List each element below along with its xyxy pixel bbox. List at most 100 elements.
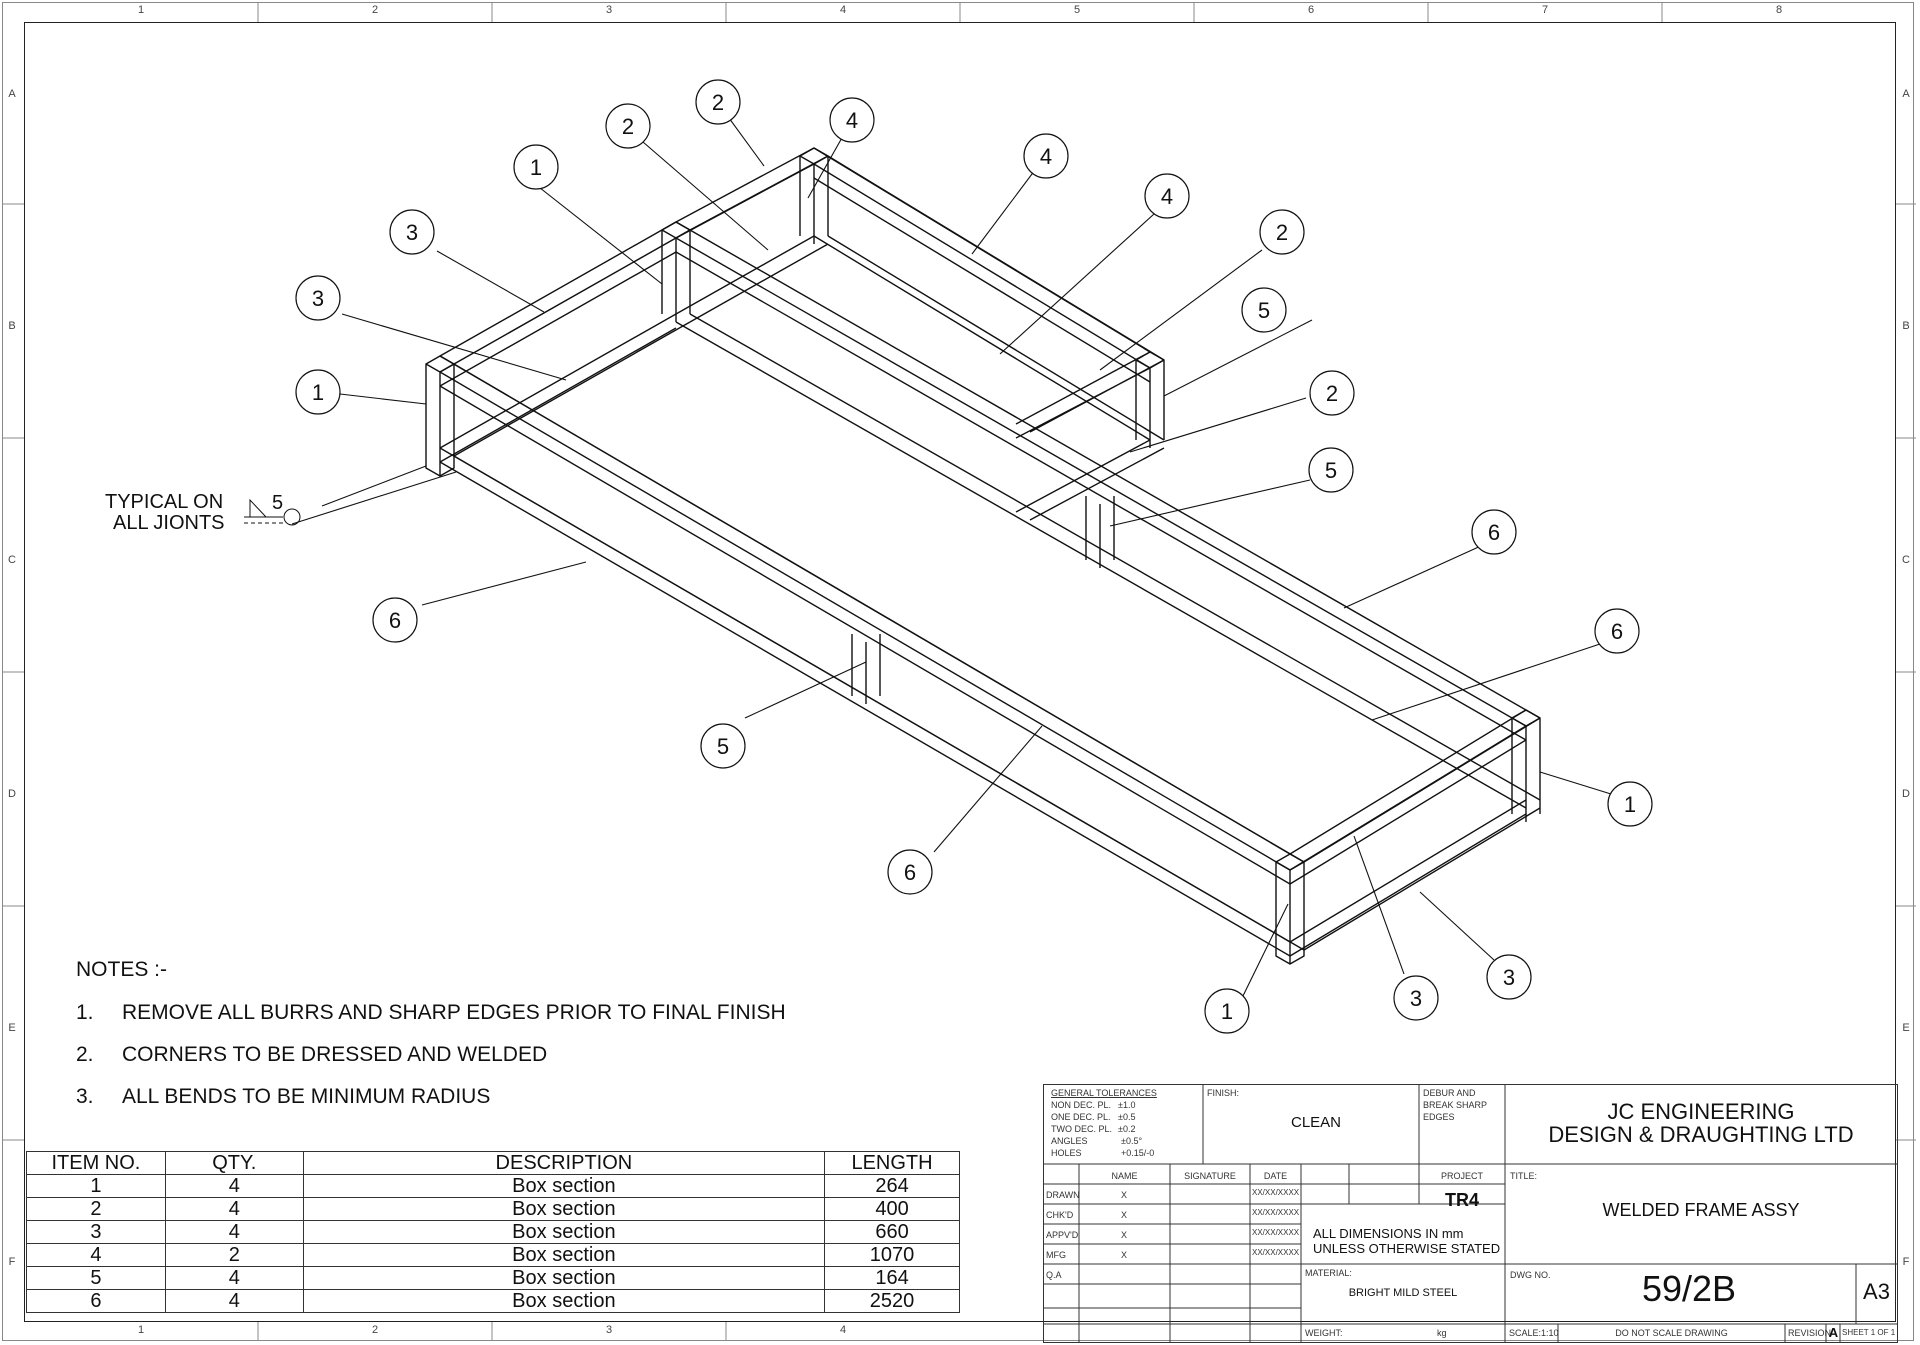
svg-text:2: 2 (712, 90, 724, 115)
bom-qty: 4 (164, 1289, 304, 1313)
rail-end-right-bottom (1289, 799, 1541, 957)
balloon-item-5: 5 (1241, 287, 1287, 333)
weld-note: TYPICAL ON ALL JIONTS (105, 492, 225, 534)
zone-row-left-A: A (8, 88, 16, 100)
balloon-item-6: 6 (372, 597, 418, 643)
balloon-item-3: 3 (1486, 954, 1532, 1000)
bom-qty: 4 (164, 1197, 304, 1221)
svg-text:1: 1 (1221, 999, 1233, 1024)
balloon-item-4: 4 (1144, 173, 1190, 219)
svg-text:3: 3 (406, 220, 418, 245)
company-name-line1: JC ENGINEERING (1607, 1099, 1795, 1124)
bom-qty: 2 (164, 1243, 304, 1267)
dimensions-note-line1: ALL DIMENSIONS IN mm (1313, 1226, 1464, 1241)
zone-row-left-B: B (8, 320, 16, 332)
bom-qty: 4 (164, 1220, 304, 1244)
zone-col-top-3: 3 (605, 4, 613, 16)
debur-line1: DEBUR AND (1423, 1088, 1476, 1098)
zone-col-bottom-2: 2 (371, 1324, 379, 1336)
col-name-header: NAME (1111, 1171, 1138, 1181)
note-2-text: CORNERS TO BE DRESSED AND WELDED (122, 1043, 548, 1066)
zone-col-top-7: 7 (1541, 4, 1549, 16)
tol-value-1: ±1.0 (1118, 1100, 1136, 1110)
zone-row-left-F: F (8, 1256, 16, 1268)
zone-row-right-D: D (1902, 788, 1910, 800)
debur-line3: EDGES (1423, 1112, 1455, 1122)
rail-end-left-top (439, 221, 691, 387)
post-front-left (425, 355, 455, 477)
sheet-number: SHEET 1 OF 1 (1842, 1328, 1896, 1337)
dwg-no-label: DWG NO. (1510, 1270, 1551, 1280)
role-approved: APPV'D (1046, 1230, 1079, 1240)
rail-ext-long-top (813, 147, 1165, 383)
tol-value-4: ±0.5° (1121, 1136, 1143, 1146)
tol-label-2: ONE DEC. PL. (1051, 1112, 1111, 1122)
svg-text:2: 2 (622, 114, 634, 139)
bom-description: Box section (302, 1266, 826, 1290)
svg-text:1: 1 (312, 380, 324, 405)
bom-item: 6 (26, 1289, 166, 1313)
bom-qty: 4 (164, 1266, 304, 1290)
bom-item: 2 (26, 1197, 166, 1221)
note-2-num: 2. (76, 1043, 94, 1066)
bom-length: 400 (824, 1197, 960, 1221)
bom-length: 660 (824, 1220, 960, 1244)
rail-ext-cross-top (1015, 351, 1165, 439)
rail-ext-side-top (675, 147, 829, 239)
bom-header-description: DESCRIPTION (302, 1151, 826, 1175)
svg-text:4: 4 (846, 108, 858, 133)
svg-text:3: 3 (1503, 965, 1515, 990)
svg-text:6: 6 (904, 860, 916, 885)
frame-members (425, 147, 1541, 965)
balloon-item-3: 3 (389, 209, 435, 255)
balloon-item-2: 2 (605, 103, 651, 149)
zone-row-right-B: B (1902, 320, 1910, 332)
sheet-size: A3 (1863, 1279, 1890, 1304)
tol-value-5: +0.15/-0 (1121, 1148, 1155, 1158)
dwg-no-value: 59/2B (1641, 1268, 1737, 1309)
rail-top-back (675, 221, 1541, 741)
zone-col-top-5: 5 (1073, 4, 1081, 16)
balloon-item-4: 4 (1023, 133, 1069, 179)
date-approved: XX/XX/XXXX (1252, 1228, 1300, 1237)
balloon-item-6: 6 (1471, 509, 1517, 555)
post-back-left (661, 221, 691, 322)
svg-text:1: 1 (1624, 792, 1636, 817)
balloon-item-3: 3 (295, 275, 341, 321)
project-value: TR4 (1444, 1190, 1479, 1210)
balloon-item-2: 2 (695, 79, 741, 125)
post-rear-corner (799, 147, 829, 244)
date-mfg: XX/XX/XXXX (1252, 1248, 1300, 1257)
rail-top-front (439, 355, 1305, 885)
dimensions-note-line2: UNLESS OTHERWISE STATED (1313, 1241, 1501, 1256)
bom-length: 164 (824, 1266, 960, 1290)
tol-label-1: NON DEC. PL. (1051, 1100, 1112, 1110)
zone-row-right-E: E (1902, 1022, 1910, 1034)
tolerances-title: GENERAL TOLERANCES (1051, 1088, 1157, 1098)
role-mfg: MFG (1046, 1250, 1066, 1260)
balloon-item-1: 1 (295, 369, 341, 415)
bom-header-row: ITEM NO. QTY. DESCRIPTION LENGTH (26, 1151, 960, 1175)
balloon-item-1: 1 (513, 144, 559, 190)
svg-text:4: 4 (1040, 144, 1052, 169)
tol-label-4: ANGLES (1051, 1136, 1088, 1146)
zone-col-top-8: 8 (1775, 4, 1783, 16)
revision-label: REVISION (1788, 1328, 1832, 1338)
bom-description: Box section (302, 1289, 826, 1313)
debur-line2: BREAK SHARP (1423, 1100, 1488, 1110)
note-3-num: 3. (76, 1085, 94, 1108)
bom-item: 5 (26, 1266, 166, 1290)
svg-text:6: 6 (1611, 619, 1623, 644)
balloon-item-4: 4 (829, 97, 875, 143)
bom-description: Box section (302, 1197, 826, 1221)
leader-lines (291, 117, 1612, 1003)
name-mfg: X (1121, 1250, 1128, 1260)
